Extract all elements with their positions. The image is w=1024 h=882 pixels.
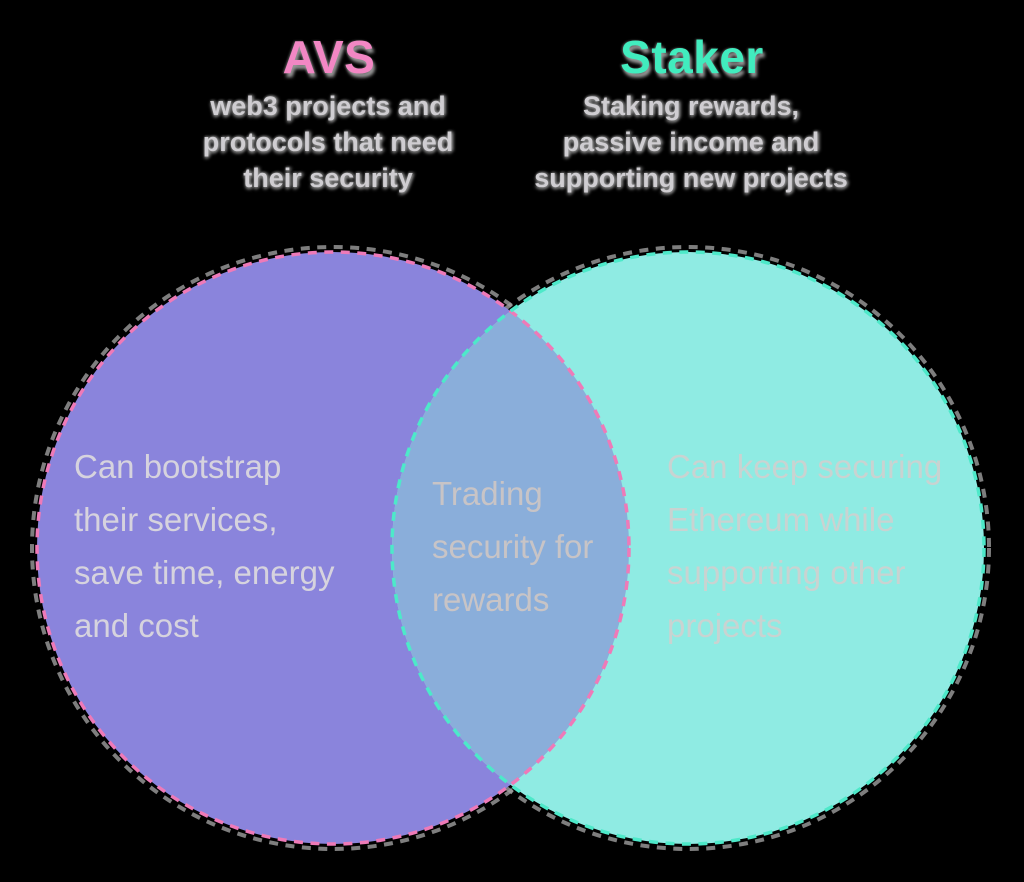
- staker-circle-dashed-border: [390, 250, 986, 846]
- avs-subtitle: web3 projects and protocols that need th…: [203, 88, 454, 196]
- staker-subtitle: Staking rewards, passive income and supp…: [534, 88, 848, 196]
- staker-benefit-line: projects: [667, 607, 783, 644]
- overlap-text: Trading security for rewards: [432, 467, 593, 626]
- avs-benefit-line: Can bootstrap: [74, 448, 282, 485]
- staker-subtitle-line: supporting new projects: [534, 163, 848, 193]
- staker-benefit-line: Ethereum while: [667, 501, 895, 538]
- avs-benefit-line: their services,: [74, 501, 278, 538]
- overlap-line: rewards: [432, 581, 550, 618]
- staker-benefit-line: supporting other: [667, 554, 906, 591]
- avs-circle-dashed-border: [35, 250, 631, 846]
- overlap-line: Trading: [432, 475, 543, 512]
- avs-benefit-text: Can bootstrap their services, save time,…: [74, 440, 334, 652]
- avs-title: AVS: [282, 31, 376, 83]
- avs-subtitle-line: web3 projects and: [210, 91, 446, 121]
- staker-subtitle-line: passive income and: [562, 127, 820, 157]
- staker-benefit-text: Can keep securing Ethereum while support…: [667, 440, 942, 652]
- avs-subtitle-line: protocols that need: [202, 127, 454, 157]
- avs-subtitle-line: their security: [243, 163, 413, 193]
- staker-title: Staker: [620, 31, 764, 83]
- overlap-lens-fill: [392, 252, 629, 844]
- overlap-line: security for: [432, 528, 594, 565]
- avs-benefit-line: save time, energy: [74, 554, 335, 591]
- staker-benefit-line: Can keep securing: [667, 448, 943, 485]
- avs-benefit-line: and cost: [74, 607, 199, 644]
- staker-subtitle-line: Staking rewards,: [582, 91, 800, 121]
